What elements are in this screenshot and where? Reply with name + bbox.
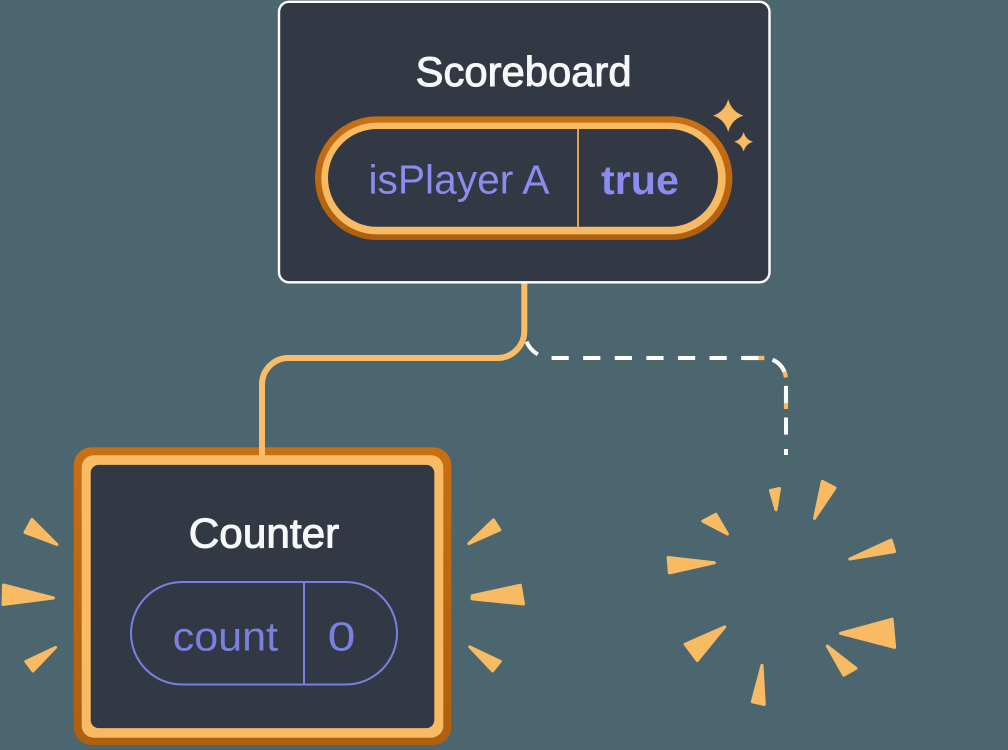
svg-text:count: count — [173, 613, 279, 659]
svg-text:true: true — [601, 157, 679, 203]
svg-text:Counter: Counter — [189, 510, 340, 557]
svg-text:0: 0 — [328, 614, 356, 660]
svg-text:Scoreboard: Scoreboard — [416, 48, 632, 95]
svg-text:isPlayer A: isPlayer A — [369, 156, 551, 202]
